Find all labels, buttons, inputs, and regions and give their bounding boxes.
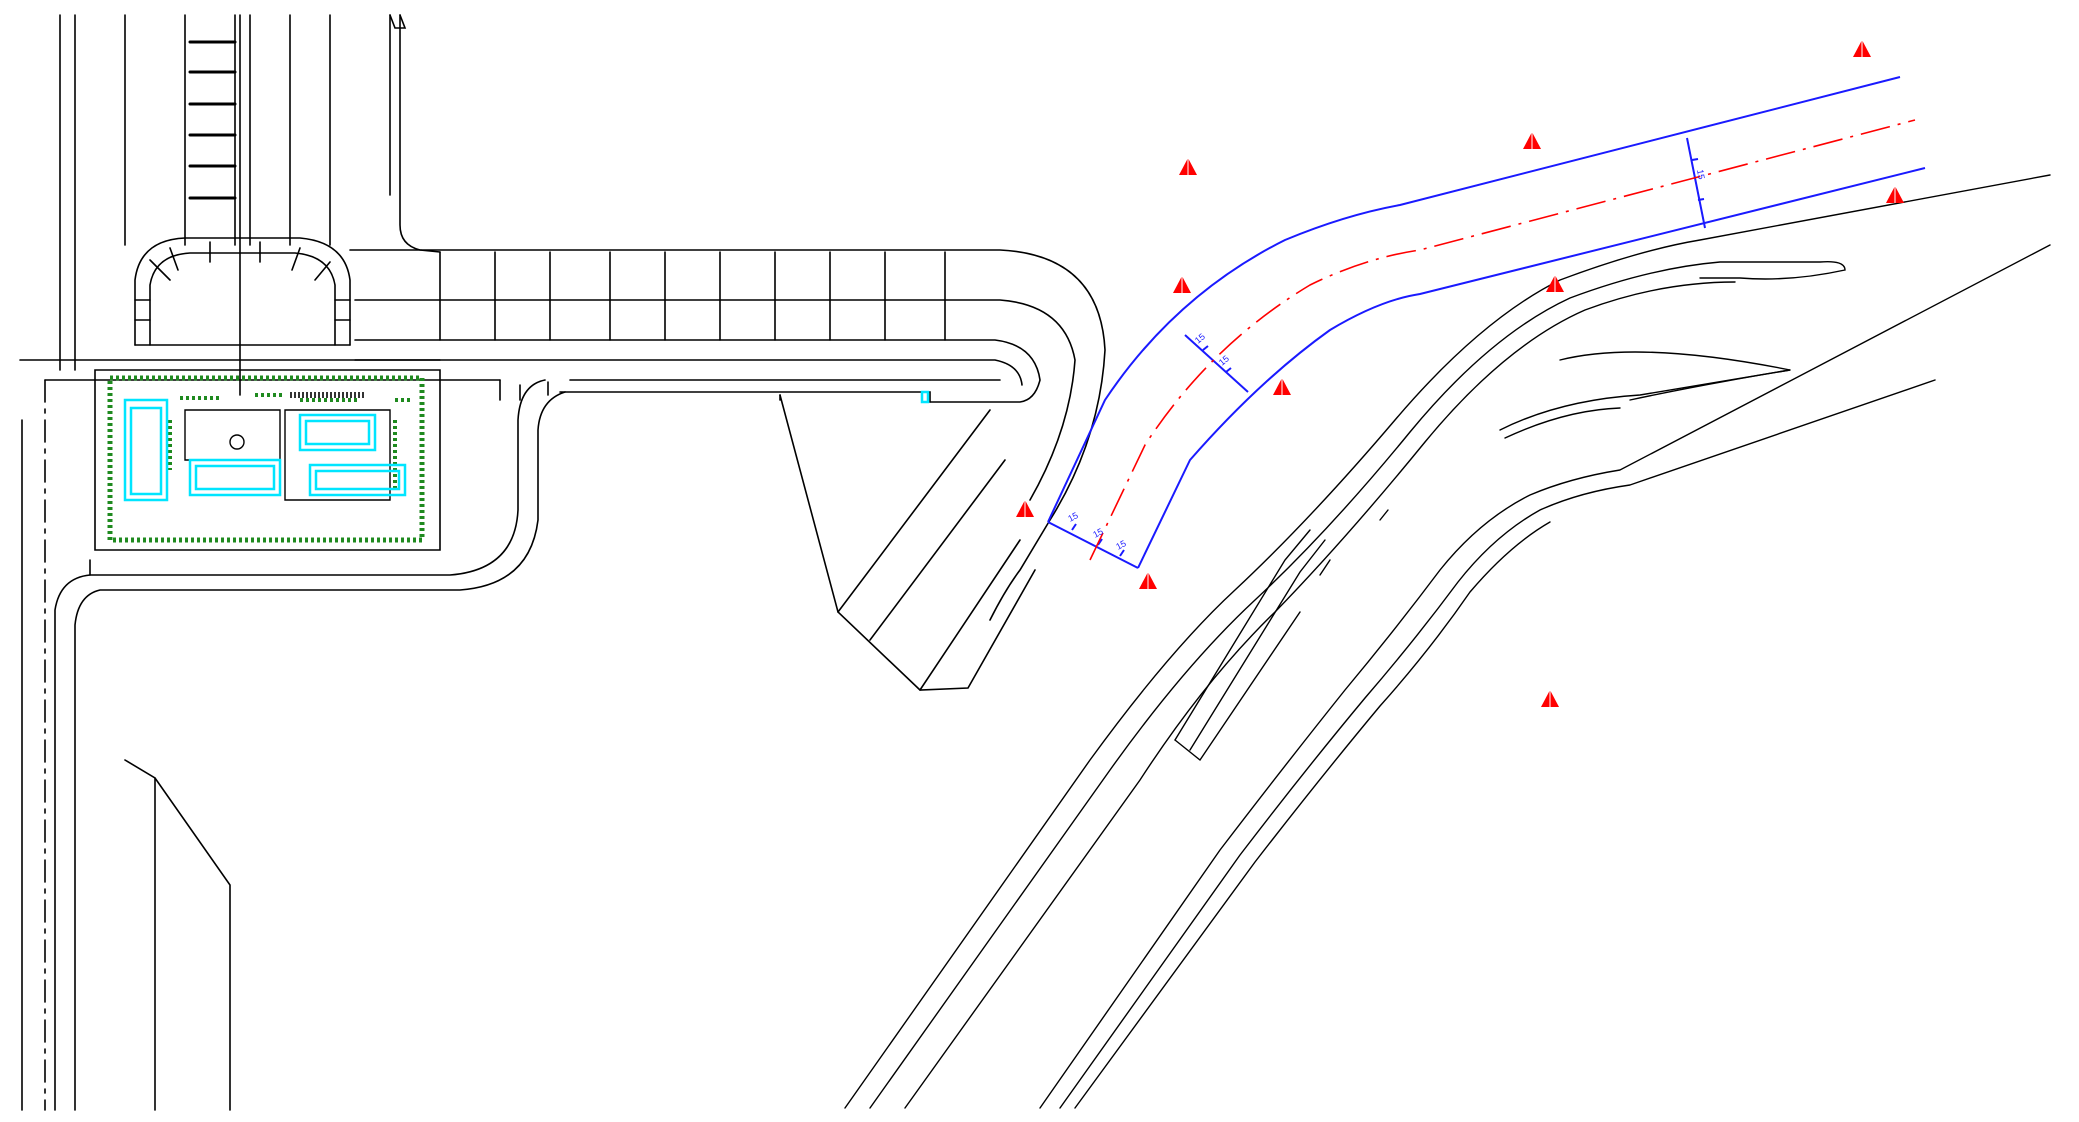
section-line-west [1047, 521, 1139, 569]
hedge-inner [168, 393, 410, 490]
inner-courtyard [184, 409, 391, 501]
dimension-label: 15 [1066, 510, 1080, 524]
fountain [229, 434, 245, 450]
lower-left-structure [124, 759, 231, 1111]
red-triangle-marker-icon [1546, 275, 1564, 292]
site-boundary [94, 369, 441, 551]
red-triangle-marker-icon [1523, 132, 1541, 149]
dimension-label: 15 [1091, 526, 1105, 540]
paved-plaza [134, 237, 351, 346]
red-triangle-marker-icon [1273, 378, 1291, 395]
red-triangle-marker-icon [1853, 40, 1871, 57]
landscaped-compound [107, 375, 930, 543]
hedge-border [107, 375, 425, 543]
existing-linework [19, 14, 2051, 1111]
dimension-labels: 15 15 15 15 15 15 [1066, 169, 1706, 552]
red-triangle-marker-icon [1179, 158, 1197, 175]
road-edge-south [1137, 167, 1926, 569]
building-footprints [123, 390, 930, 502]
proposed-road [1047, 76, 1926, 569]
red-triangle-marker-icon [1541, 690, 1559, 707]
red-triangle-marker-icon [1016, 500, 1034, 517]
dim-ticks [1071, 158, 1705, 557]
retaining-wedge [779, 394, 1036, 691]
dimension-label: 15 [1114, 538, 1128, 552]
left-vertical-road [21, 14, 441, 1111]
red-triangle-marker-icon [1886, 186, 1904, 203]
survey-markers [1016, 40, 1904, 707]
section-line-mid [1184, 334, 1249, 393]
upper-horizontal-road [349, 249, 1106, 621]
section-line-east [1686, 137, 1706, 229]
dimension-label: 15 [1193, 331, 1207, 345]
dimension-label: 15 [1695, 169, 1707, 181]
road-edge-north [1047, 76, 1901, 523]
red-triangle-marker-icon [1173, 276, 1191, 293]
mid-connector-road [19, 359, 1001, 1111]
highway-band [844, 174, 2051, 1109]
dimension-label: 15 [1217, 353, 1231, 367]
red-triangle-marker-icon [1139, 572, 1157, 589]
parking-stripes [188, 40, 237, 200]
